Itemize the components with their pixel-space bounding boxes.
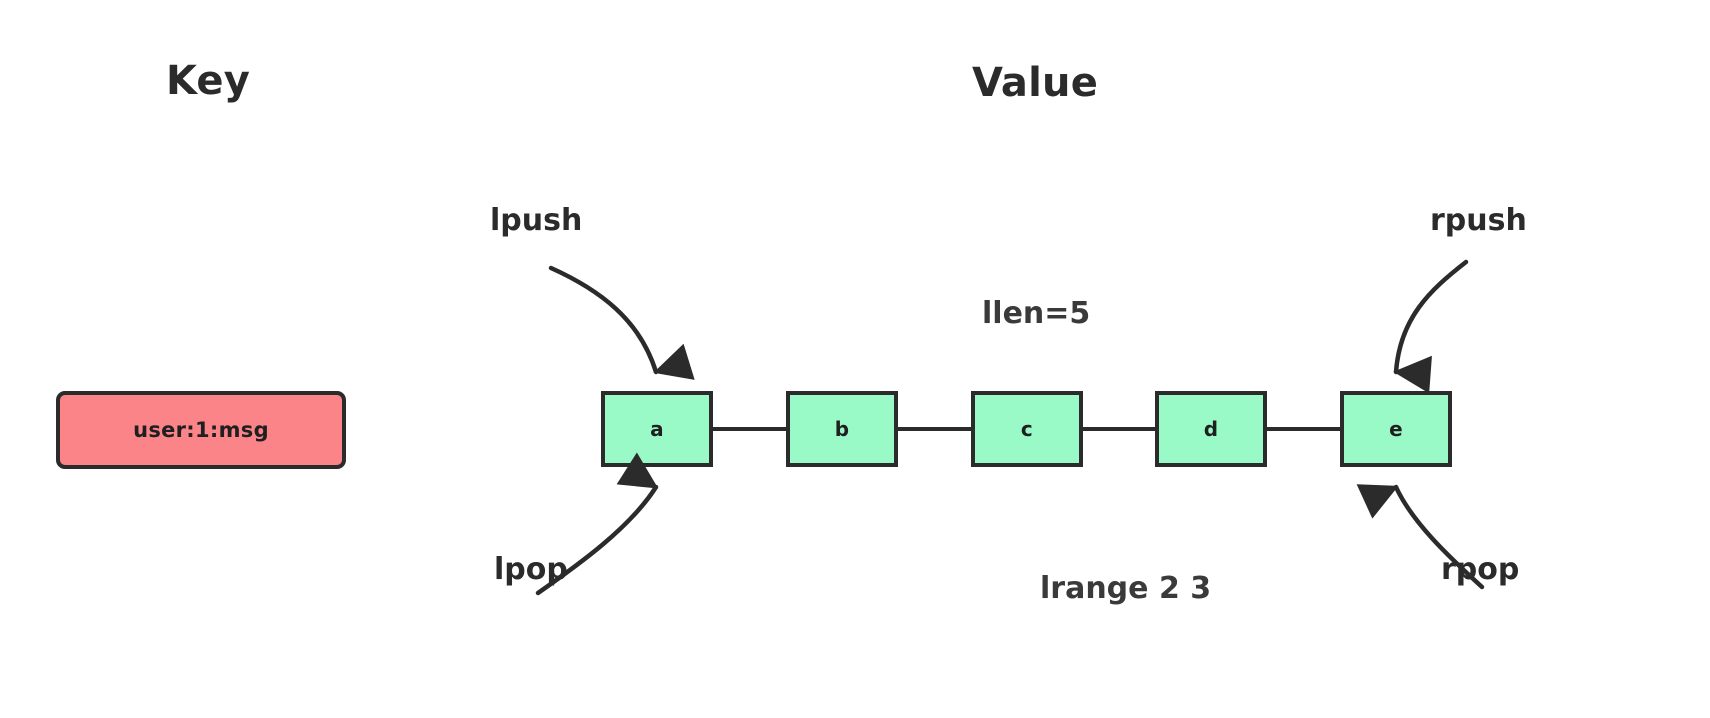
llen-annotation: llen=5 (982, 296, 1091, 331)
key-column-heading: Key (165, 58, 251, 104)
rpop-label: rpop (1441, 552, 1520, 587)
list-node-e[interactable]: e (1340, 391, 1452, 467)
rpush-label: rpush (1430, 203, 1527, 238)
list-node-a[interactable]: a (601, 391, 713, 467)
connector-c-d (1083, 427, 1155, 431)
rpush-arrow (1393, 259, 1469, 394)
lpush-label: lpush (490, 203, 583, 238)
lrange-annotation: lrange 2 3 (1040, 571, 1212, 606)
list-node-c[interactable]: c (971, 391, 1083, 467)
connector-b-c (898, 427, 971, 431)
value-column-heading: Value (971, 60, 1099, 106)
lpop-label: lpop (494, 552, 568, 587)
key-node-user-1-msg[interactable]: user:1:msg (56, 391, 346, 469)
list-node-b[interactable]: b (786, 391, 898, 467)
lpush-arrow (548, 265, 695, 380)
list-node-d[interactable]: d (1155, 391, 1267, 467)
connector-a-b (713, 427, 786, 431)
connector-d-e (1267, 427, 1340, 431)
